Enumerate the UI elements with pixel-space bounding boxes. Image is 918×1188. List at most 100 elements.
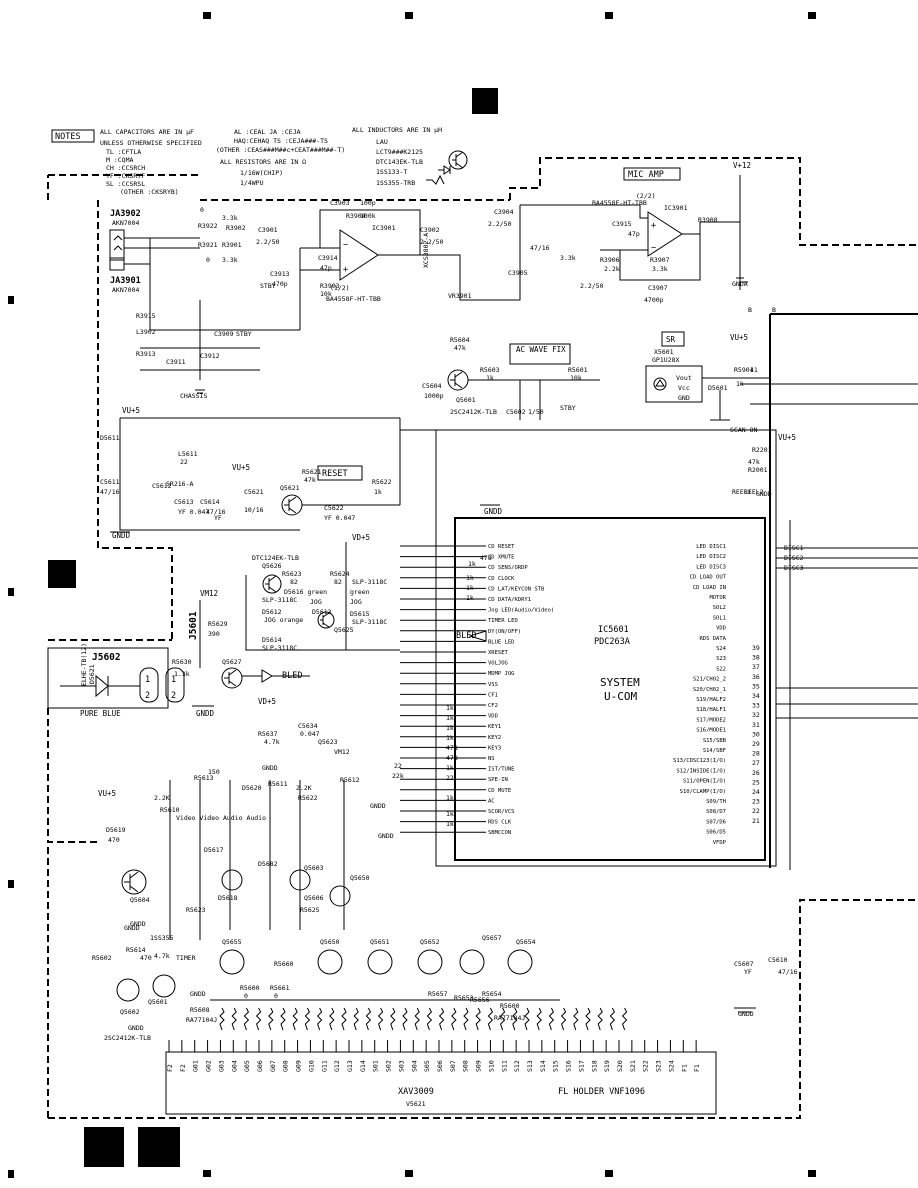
ucom-left-pin-label: CD MUTE — [488, 788, 511, 794]
svg-text:R5602: R5602 — [92, 954, 112, 962]
ucom-right-pin-label: S07/D6 — [706, 819, 726, 825]
svg-text:V5621: V5621 — [406, 1100, 426, 1108]
ucom-right-pin-number: 26 — [752, 769, 760, 777]
svg-text:R5622: R5622 — [298, 794, 318, 802]
svg-text:STBY: STBY — [260, 282, 276, 290]
input-filter-section: R3915 L3902 R3913 C3911 C3912 C3909 STBY… — [136, 300, 260, 400]
ucom-right-pin-label: MOTOR — [709, 595, 726, 601]
svg-text:Q5603: Q5603 — [304, 864, 324, 872]
svg-text:10k: 10k — [570, 374, 582, 382]
ucom-left-pin-label: BLUE LED — [488, 639, 515, 645]
svg-text:1k: 1k — [374, 488, 382, 496]
svg-text:Q5657: Q5657 — [482, 934, 502, 942]
svg-text:JA3901: JA3901 — [110, 276, 141, 286]
svg-text:REEL2: REEL2 — [744, 488, 764, 496]
svg-text:R3921: R3921 — [198, 241, 218, 249]
svg-text:1k: 1k — [446, 734, 454, 742]
svg-text:TL :CFTLA: TL :CFTLA — [106, 148, 141, 156]
ucom-left-pin-label: CD SENS/ORDP — [488, 565, 528, 571]
svg-text:ALL RESISTORS ARE IN Ω: ALL RESISTORS ARE IN Ω — [220, 158, 306, 166]
ucom-right-pin-number: 37 — [752, 663, 760, 671]
svg-text:4.7k: 4.7k — [154, 952, 170, 960]
fl-pin-label: S05 — [423, 1060, 431, 1072]
ucom-right-pin-label: LED DISC1 — [696, 544, 726, 550]
svg-text:AKN7004: AKN7004 — [112, 286, 139, 294]
ucom-right-pin-number: 36 — [752, 673, 760, 681]
ucom-right-pin-number: 24 — [752, 788, 760, 796]
svg-text:IC3901: IC3901 — [664, 204, 688, 212]
ucom-right-pin-number: 31 — [752, 721, 760, 729]
svg-text:470: 470 — [108, 836, 120, 844]
svg-text:AKN7004: AKN7004 — [112, 219, 139, 227]
svg-text:X5601: X5601 — [654, 348, 674, 356]
svg-text:R5608: R5608 — [190, 1006, 210, 1014]
fl-pin-label: S16 — [565, 1060, 573, 1072]
ucom-left-pin-label: CD CLOCK — [488, 576, 515, 582]
svg-text:1k: 1k — [486, 374, 494, 382]
resistor-array-element — [548, 1007, 555, 1031]
svg-text:IC5601: IC5601 — [598, 625, 629, 635]
svg-text:GNDD: GNDD — [190, 990, 206, 998]
resistor-array-element — [402, 1007, 408, 1031]
svg-text:D5615: D5615 — [350, 610, 370, 618]
svg-text:DISC3: DISC3 — [784, 564, 804, 572]
ucom-right-pin-label: S06/D5 — [706, 830, 726, 836]
ucom-right-pin-number: 23 — [752, 798, 760, 806]
ucom-left-pin-label: CF1 — [488, 692, 498, 698]
ucom-right-pin-label: S08/D7 — [706, 809, 726, 815]
fl-pin-label: S06 — [436, 1060, 444, 1072]
resistor-array-element — [512, 1007, 518, 1031]
svg-text:(OTHER :CKSRYB): (OTHER :CKSRYB) — [120, 188, 179, 196]
svg-text:D5612: D5612 — [262, 608, 282, 616]
svg-text:3.3k: 3.3k — [222, 214, 238, 222]
svg-text:1/16W(CHIP): 1/16W(CHIP) — [240, 169, 283, 177]
resistor-array-element — [451, 1007, 457, 1031]
fl-pin-label: S20 — [616, 1060, 624, 1072]
ucom-right-pin-label: SOL2 — [713, 605, 726, 611]
svg-text:47/16: 47/16 — [530, 244, 550, 252]
svg-text:R3907: R3907 — [650, 256, 670, 264]
resistor-array-element — [316, 1007, 323, 1031]
ucom-right-pin-label: S18/HALF1 — [696, 707, 726, 713]
svg-text:2SC2412K-TLB: 2SC2412K-TLB — [450, 408, 497, 416]
svg-text:−: − — [343, 240, 348, 250]
svg-text:470p: 470p — [272, 280, 288, 288]
svg-text:PDC263A: PDC263A — [594, 637, 630, 647]
resistor-array-element — [377, 1007, 384, 1031]
ucom-right-pin-label: S16/MODE1 — [696, 728, 726, 734]
ucom-right-pin-label: S24 — [716, 646, 727, 652]
fl-pin-label: G01 — [192, 1060, 200, 1072]
svg-text:UNLESS OTHERWISE SPECIFIED: UNLESS OTHERWISE SPECIFIED — [100, 139, 202, 147]
ucom-left-pin-label: DY(ON/OFF) — [488, 629, 521, 635]
svg-text:(OTHER :CEAS###M##c+CEAT###M##: (OTHER :CEAS###M##c+CEAT###M##-T) — [216, 146, 345, 154]
svg-text:0.047: 0.047 — [300, 730, 320, 738]
svg-text:R5600: R5600 — [500, 1002, 520, 1010]
svg-text:1: 1 — [171, 675, 176, 685]
fl-holder: XAV3009 V5621 FL HOLDER VNF1096 — [165, 1051, 717, 1115]
svg-text:D5682: D5682 — [258, 860, 278, 868]
svg-text:1k: 1k — [468, 560, 476, 568]
fl-pin-label: G03 — [217, 1060, 225, 1072]
svg-text:RA77104J: RA77104J — [186, 1016, 217, 1024]
fl-pin-label: S01 — [372, 1060, 380, 1072]
svg-text:(1/2): (1/2) — [330, 284, 350, 292]
svg-text:R5600: R5600 — [240, 984, 260, 992]
svg-text:SR216-A: SR216-A — [166, 480, 193, 488]
svg-text:Q5650: Q5650 — [320, 938, 340, 946]
svg-text:D5613: D5613 — [312, 608, 332, 616]
ucom-left-pin-label: CD LAT/KEYCON STB — [488, 586, 545, 592]
svg-text:BA4558F-HT-TBB: BA4558F-HT-TBB — [592, 199, 647, 207]
svg-text:Q5604: Q5604 — [130, 896, 150, 904]
resistor-array-element — [487, 1007, 494, 1031]
resistor-array-element — [597, 1007, 603, 1031]
svg-text:GNDD: GNDD — [370, 802, 386, 810]
notes-block: NOTES ALL CAPACITORS ARE IN µF UNLESS OT… — [51, 126, 468, 196]
svg-text:JOG: JOG — [350, 598, 362, 606]
ac-wave-fix-section: AC WAVE FIX Q5601 2SC2412K-TLB R5603 1k … — [400, 336, 600, 431]
svg-text:D5601: D5601 — [708, 384, 728, 392]
svg-text:2.2k: 2.2k — [604, 265, 620, 273]
svg-text:1.3k: 1.3k — [174, 670, 190, 678]
ucom-left-pin-label: IST/TUNE — [488, 767, 515, 773]
